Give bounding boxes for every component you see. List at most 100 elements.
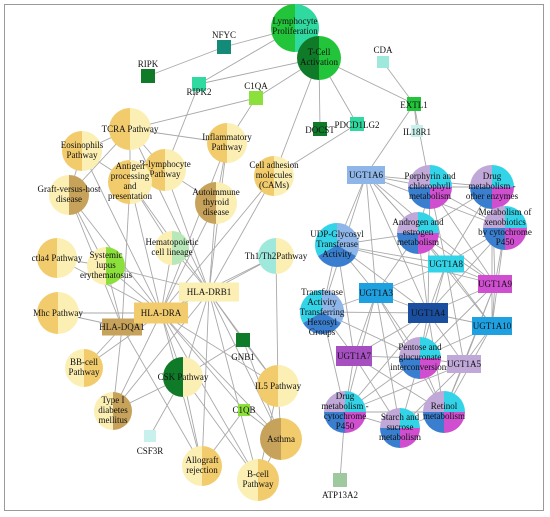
edge-ugt1a6-ugt1a3 (365, 174, 377, 294)
node-extl1[interactable]: EXTL1 (400, 97, 428, 111)
node-hladrb1[interactable]: HLA-DRB1 (179, 282, 239, 302)
node-wedge (254, 156, 274, 196)
node-asthma[interactable]: Asthma (260, 418, 302, 460)
node-label: UGT1A5 (447, 359, 481, 369)
node-hladqa1[interactable]: HLA-DQA1 (99, 318, 145, 336)
node-wedge (470, 165, 492, 187)
node-wedge (37, 292, 58, 334)
node-label: Th1/Th2Pathway (245, 251, 308, 261)
node-wedge (258, 459, 279, 501)
node-box (347, 166, 385, 184)
node-csk[interactable]: CSK Pathway (158, 357, 209, 397)
node-label: RIPK2 (186, 87, 211, 97)
node-nfyc[interactable]: NFYC (212, 30, 236, 54)
node-label: UGT1A6 (349, 170, 383, 180)
node-ugt1a8[interactable]: UGT1A8 (428, 255, 464, 273)
node-ripk[interactable]: RIPK (138, 59, 159, 83)
node-ctla4[interactable]: ctla4 Pathway (32, 238, 83, 278)
node-wedge (113, 392, 132, 430)
node-ugt1a4[interactable]: UGT1A4 (408, 303, 448, 323)
node-il18r1[interactable]: IL18R1 (403, 125, 431, 137)
node-ugt1a6[interactable]: UGT1A6 (347, 166, 385, 184)
node-wedge (65, 349, 84, 387)
edge-th1-il5 (275, 255, 279, 387)
edge-blym-hladrb1 (164, 169, 210, 293)
node-box (377, 56, 389, 68)
node-box (134, 302, 188, 324)
node-c1qb[interactable]: C1QB (232, 404, 256, 416)
node-ugt1a3[interactable]: UGT1A3 (359, 283, 393, 303)
node-hladra[interactable]: HLA-DRA (134, 302, 188, 324)
edge-eosin-hladra (81, 150, 162, 314)
node-wedge (505, 228, 527, 250)
node-wedge (207, 123, 227, 163)
node-wedge (505, 206, 527, 228)
node-box (236, 333, 250, 347)
node-wedge (315, 223, 337, 256)
node-ugt1a10[interactable]: UGT1A10 (472, 317, 512, 335)
node-wedge (397, 233, 418, 254)
node-wedge (418, 212, 439, 233)
node-wedge (237, 459, 258, 501)
node-ripk2[interactable]: RIPK2 (186, 77, 212, 97)
node-mhc[interactable]: Mhc Pathway (33, 292, 83, 334)
node-wedge (444, 412, 465, 433)
node-gnb1[interactable]: GNB1 (231, 333, 255, 362)
node-wedge (276, 238, 294, 274)
node-csf3r[interactable]: CSF3R (137, 430, 164, 456)
node-c1qa[interactable]: C1QA (244, 81, 268, 105)
node-box (350, 117, 364, 131)
node-wedge (108, 160, 130, 204)
node-wedge (324, 391, 345, 412)
node-ugt1a9[interactable]: UGT1A9 (478, 275, 512, 293)
node-wedge (423, 391, 444, 412)
edge-hladra-bcell (160, 312, 259, 481)
node-pdcd1lg2[interactable]: PDCD1LG2 (334, 117, 380, 131)
node-wedge (380, 428, 400, 448)
node-cda[interactable]: CDA (373, 45, 393, 68)
node-label: RIPK (138, 59, 159, 69)
node-ugt1a7[interactable]: UGT1A7 (336, 346, 372, 366)
node-wedge (94, 392, 113, 430)
node-th1[interactable]: Th1/Th2Pathway (245, 238, 308, 274)
node-atp13a2[interactable]: ATP13A2 (322, 473, 358, 500)
node-ugt1a5[interactable]: UGT1A5 (447, 355, 481, 373)
node-docst[interactable]: DOCST (305, 122, 335, 136)
node-tcra[interactable]: TCRA Pathway (102, 108, 159, 150)
node-il5[interactable]: IL5 Pathway (255, 365, 302, 407)
edge-hladra-il5 (160, 312, 279, 387)
